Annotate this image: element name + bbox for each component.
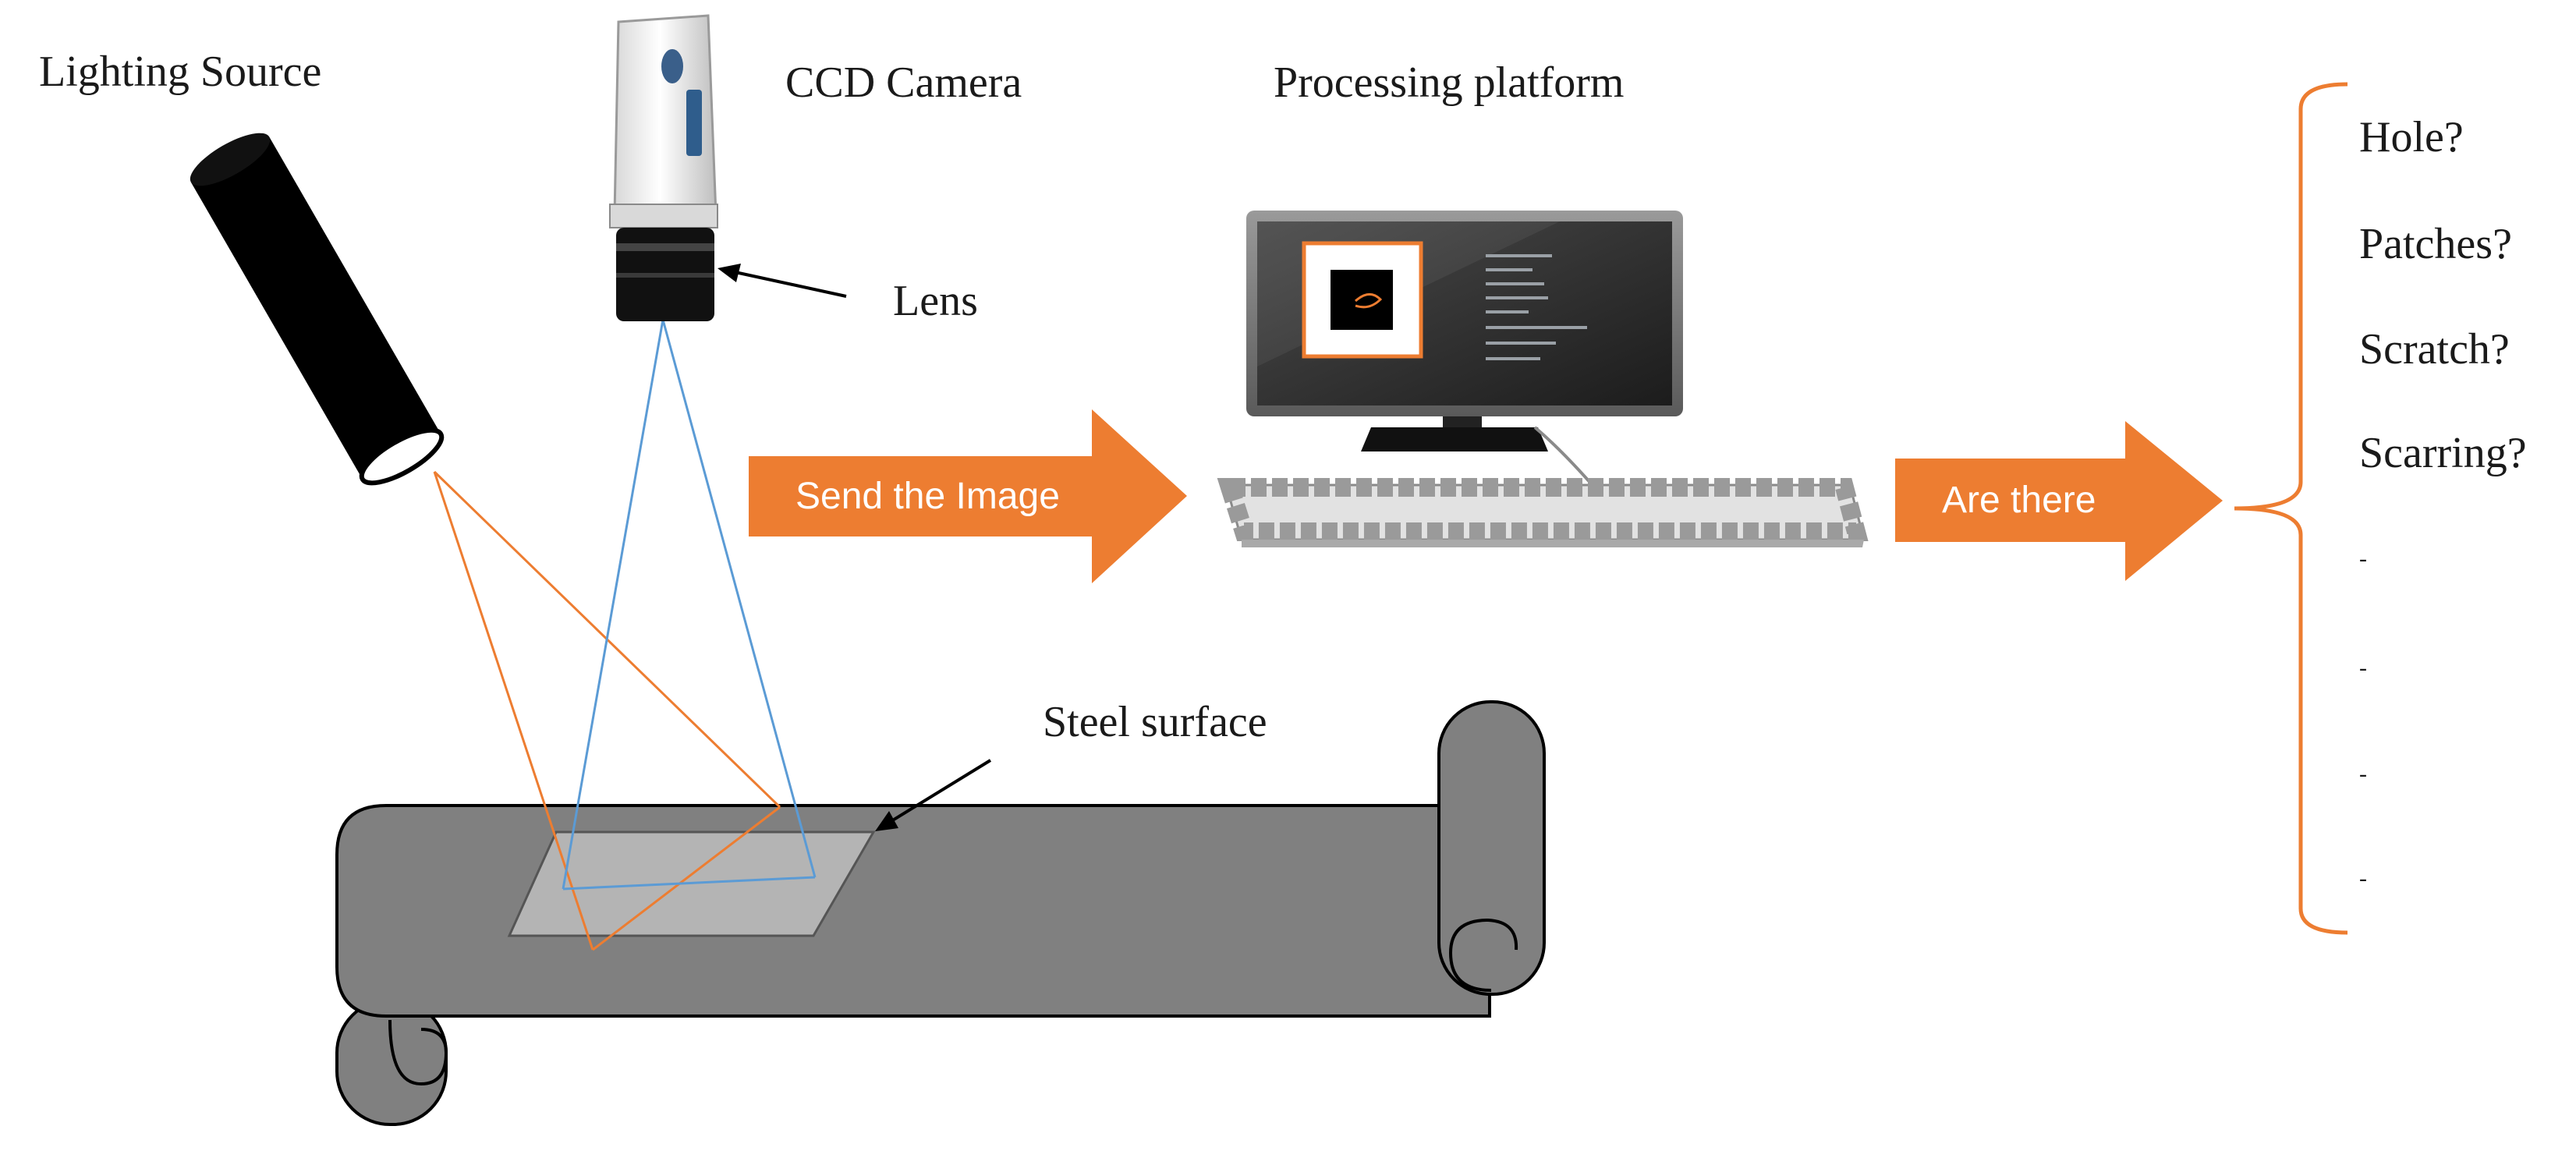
defect-item-patches: Patches? [2359,220,2512,268]
steel-surface-pointer-arrow [875,759,992,831]
lighting-source-icon [190,133,445,486]
steel-strip-band [335,804,1491,1018]
defect-list-brace [2234,82,2348,935]
lighting-source-label: Lighting Source [39,48,322,96]
are-there-label: Are there [1942,480,2096,521]
defect-item-scarring: Scarring? [2359,429,2527,477]
keyboard [1217,478,1869,547]
defect-item-ellipsis-1: - [2359,546,2367,572]
monitor-stand [1361,427,1548,451]
lens-label: Lens [893,277,978,325]
camera-view-rays [562,319,817,891]
defect-item-scratch: Scratch? [2359,325,2510,374]
ccd-camera-icon [609,14,718,321]
are-there-arrow [1895,421,2223,581]
send-image-label: Send the Image [795,476,1060,517]
steel-strip-bottom-curl [388,1019,448,1086]
steel-strip [335,700,1546,1126]
send-image-arrow [749,409,1187,583]
lens-pointer-arrow [718,264,847,298]
steel-surface-label: Steel surface [1043,698,1267,746]
computer-icon [1217,211,1869,547]
defect-item-ellipsis-3: - [2359,761,2367,787]
steel-strip-bottom-roll [335,998,448,1126]
defect-item-hole: Hole? [2359,113,2464,161]
defect-item-ellipsis-4: - [2359,866,2367,891]
steel-strip-top-curl [1448,918,1518,992]
defect-item-ellipsis-2: - [2359,655,2367,681]
ccd-camera-label: CCD Camera [785,58,1022,107]
steel-strip-top-roll [1437,700,1546,996]
processing-platform-label: Processing platform [1274,58,1625,107]
